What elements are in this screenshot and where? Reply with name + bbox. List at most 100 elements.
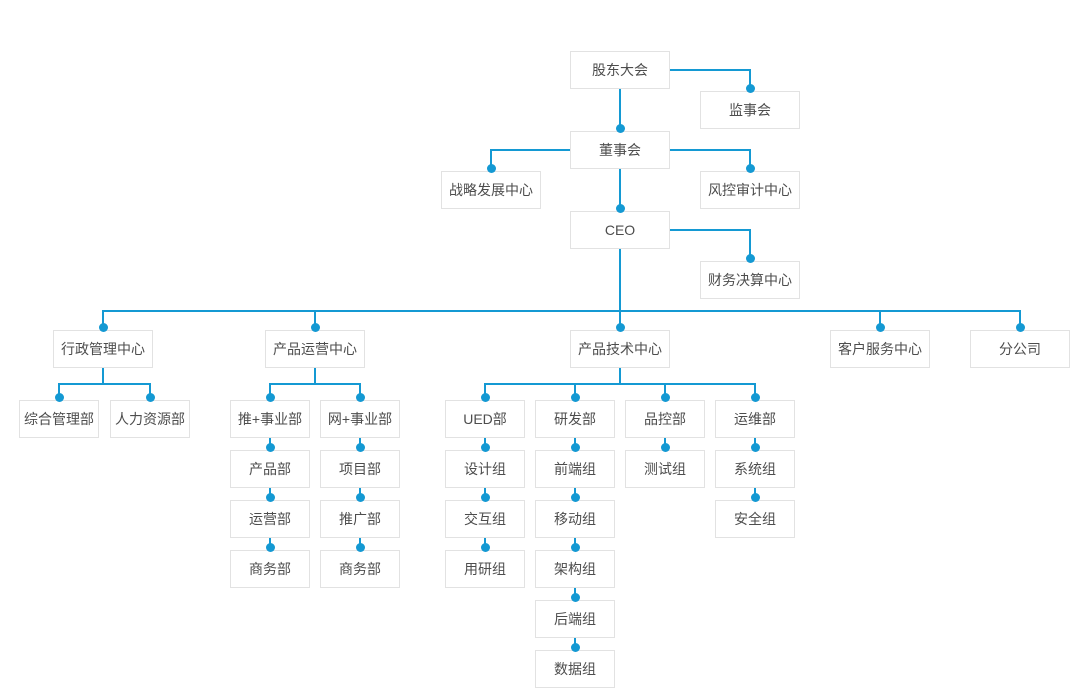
connector-dot xyxy=(570,492,580,502)
org-node-interaction_group: 交互组 xyxy=(445,500,525,538)
org-node-finance_center: 财务决算中心 xyxy=(700,261,800,299)
connector-dot xyxy=(660,442,670,452)
connector-line xyxy=(269,384,271,400)
org-node-operation_dept: 运营部 xyxy=(230,500,310,538)
connector-dot xyxy=(310,322,320,332)
org-node-branch_company: 分公司 xyxy=(970,330,1070,368)
connector-dot xyxy=(615,322,625,332)
org-node-admin_center: 行政管理中心 xyxy=(53,330,153,368)
connector-dot xyxy=(745,163,755,173)
connector-line xyxy=(490,150,492,171)
org-node-board: 董事会 xyxy=(570,131,670,169)
org-node-strategy_center: 战略发展中心 xyxy=(441,171,541,209)
connector-line xyxy=(359,384,361,400)
org-node-risk_audit_center: 风控审计中心 xyxy=(700,171,800,209)
org-node-user_research_group: 用研组 xyxy=(445,550,525,588)
connector-line xyxy=(754,384,756,400)
connector-line xyxy=(669,229,751,231)
connector-line xyxy=(749,150,751,171)
org-node-backend_group: 后端组 xyxy=(535,600,615,638)
connector-dot xyxy=(265,392,275,402)
connector-line xyxy=(102,311,104,330)
connector-dot xyxy=(745,83,755,93)
connector-line xyxy=(314,311,316,330)
connector-line xyxy=(102,310,1021,312)
connector-dot xyxy=(570,592,580,602)
connector-line xyxy=(669,69,751,71)
org-node-service_center: 客户服务中心 xyxy=(830,330,930,368)
org-node-project_dept: 项目部 xyxy=(320,450,400,488)
connector-line xyxy=(749,230,751,261)
org-node-mobile_group: 移动组 xyxy=(535,500,615,538)
connector-dot xyxy=(54,392,64,402)
connector-line xyxy=(58,384,60,400)
org-node-promotion_dept: 推广部 xyxy=(320,500,400,538)
org-node-rd_dept: 研发部 xyxy=(535,400,615,438)
connector-line xyxy=(879,311,881,330)
connector-line xyxy=(490,149,571,151)
connector-line xyxy=(102,368,104,384)
connector-line xyxy=(749,70,751,91)
connector-dot xyxy=(355,392,365,402)
org-node-system_group: 系统组 xyxy=(715,450,795,488)
connector-dot xyxy=(615,203,625,213)
connector-dot xyxy=(660,392,670,402)
connector-dot xyxy=(480,392,490,402)
connector-line xyxy=(619,368,621,384)
org-node-ceo: CEO xyxy=(570,211,670,249)
connector-line xyxy=(664,384,666,400)
connector-line xyxy=(484,384,486,400)
connector-dot xyxy=(486,163,496,173)
connector-line xyxy=(619,311,621,330)
connector-dot xyxy=(355,442,365,452)
connector-dot xyxy=(265,542,275,552)
connector-dot xyxy=(570,542,580,552)
connector-dot xyxy=(480,492,490,502)
connector-line xyxy=(669,149,751,151)
org-node-general_dept: 综合管理部 xyxy=(19,400,99,438)
connector-dot xyxy=(750,392,760,402)
connector-dot xyxy=(145,392,155,402)
connector-dot xyxy=(570,392,580,402)
connector-dot xyxy=(750,492,760,502)
connector-dot xyxy=(570,442,580,452)
connector-line xyxy=(619,249,621,311)
org-node-data_group: 数据组 xyxy=(535,650,615,688)
org-node-shareholders: 股东大会 xyxy=(570,51,670,89)
connector-dot xyxy=(750,442,760,452)
org-node-om_dept: 运维部 xyxy=(715,400,795,438)
connector-dot xyxy=(98,322,108,332)
connector-dot xyxy=(570,642,580,652)
org-node-security_group: 安全组 xyxy=(715,500,795,538)
connector-dot xyxy=(355,492,365,502)
connector-dot xyxy=(265,442,275,452)
connector-line xyxy=(484,383,756,385)
connector-line xyxy=(574,384,576,400)
org-node-arch_group: 架构组 xyxy=(535,550,615,588)
connector-line xyxy=(314,368,316,384)
org-node-product_dept: 产品部 xyxy=(230,450,310,488)
org-node-supervisory: 监事会 xyxy=(700,91,800,129)
connector-dot xyxy=(480,442,490,452)
connector-line xyxy=(619,89,621,131)
connector-line xyxy=(1019,311,1021,330)
connector-line xyxy=(58,383,151,385)
connector-dot xyxy=(355,542,365,552)
org-node-ops_center: 产品运营中心 xyxy=(265,330,365,368)
connector-dot xyxy=(480,542,490,552)
connector-line xyxy=(269,383,361,385)
org-node-design_group: 设计组 xyxy=(445,450,525,488)
org-node-ued_dept: UED部 xyxy=(445,400,525,438)
connector-dot xyxy=(875,322,885,332)
org-node-business_dept_1: 商务部 xyxy=(230,550,310,588)
org-node-qc_dept: 品控部 xyxy=(625,400,705,438)
connector-dot xyxy=(265,492,275,502)
connector-dot xyxy=(1015,322,1025,332)
connector-line xyxy=(619,169,621,211)
org-node-business_dept_2: 商务部 xyxy=(320,550,400,588)
connector-dot xyxy=(745,253,755,263)
org-node-test_group: 测试组 xyxy=(625,450,705,488)
connector-line xyxy=(149,384,151,400)
org-node-frontend_group: 前端组 xyxy=(535,450,615,488)
org-node-wang_division: 网+事业部 xyxy=(320,400,400,438)
